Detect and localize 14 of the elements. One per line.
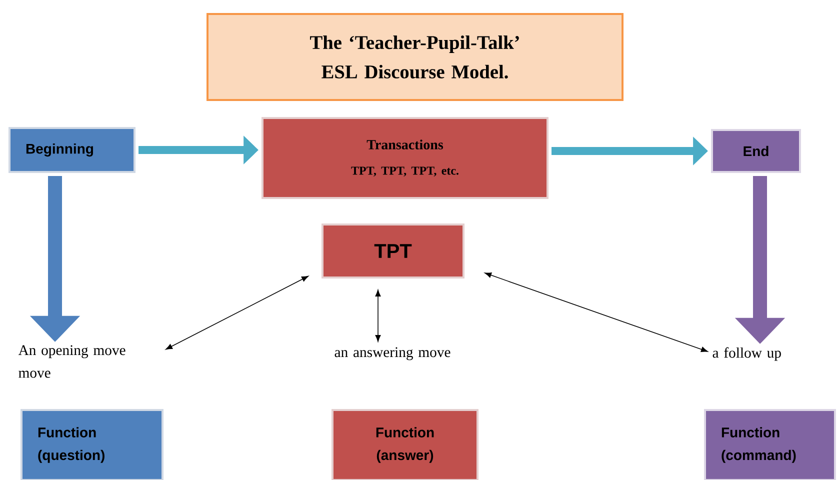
stage-box: Beginning [8, 127, 136, 173]
title-box: The ‘Teacher-Pupil-Talk’ ESL Discourse Model. [206, 13, 624, 101]
function-box: Function (command) [704, 409, 836, 480]
move-text: An opening move move [18, 345, 126, 378]
double-arrow [375, 290, 381, 342]
move-text: a follow up [712, 347, 781, 361]
function-box: Function (answer) [332, 409, 478, 480]
function-box: Function (question) [20, 409, 164, 480]
stage-box: Transactions TPT, TPT, TPT, etc. [262, 117, 548, 199]
move-text: an answering move [334, 347, 450, 360]
exchange-box: TPT [322, 224, 464, 278]
double-arrow [484, 272, 708, 352]
stage-box: End [711, 129, 801, 173]
double-arrow [166, 276, 308, 350]
